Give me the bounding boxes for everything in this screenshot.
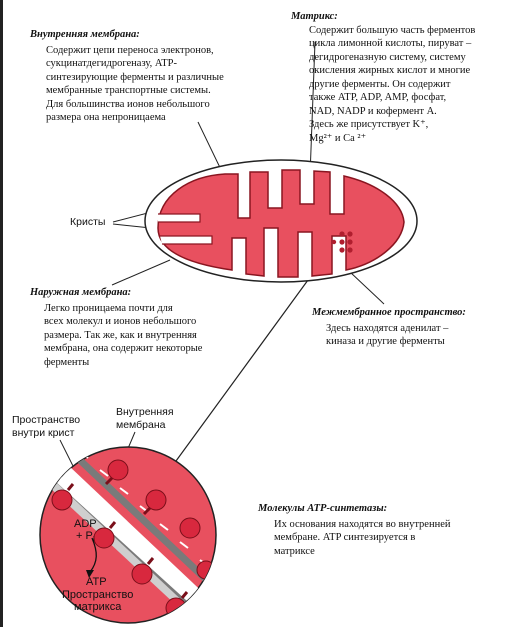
intracristal-label-line: внутри крист	[12, 427, 80, 440]
pi-subscript: i	[93, 535, 95, 544]
intermembrane-heading: Межмембранное пространство:	[312, 306, 512, 320]
matrix-space-line: Пространство	[62, 589, 133, 601]
intracristal-label-line: Пространство	[12, 414, 80, 427]
matrix-line: Содержит большую часть ферментов	[309, 24, 511, 38]
matrix-heading: Матрикс:	[291, 10, 511, 24]
matrix-line: Здесь же присутствует K⁺,	[309, 118, 511, 132]
outer-membrane-line: размера. Так же, как и внутренняя	[44, 329, 270, 343]
inner-membrane-line: Содержит цепи переноса электронов,	[46, 44, 280, 58]
outer-membrane-line: всех молекул и ионов небольшого	[44, 315, 270, 329]
inner-membrane-zoom-label: Внутренняя мембрана	[116, 406, 174, 431]
matrix-space-line: матрикса	[62, 601, 133, 613]
matrix-line: также ATP, ADP, AMP, фосфат,	[309, 91, 511, 105]
inner-membrane-block: Внутренняя мембрана: Содержит цепи перен…	[30, 28, 280, 125]
atp-synthase-line: мембране. ATP синтезируется в	[274, 531, 508, 545]
intermembrane-line: киназа и другие ферменты	[326, 335, 512, 349]
intermembrane-line: Здесь находятся аденилат –	[326, 322, 512, 336]
pi-label: + Pi	[76, 530, 95, 546]
crista-left-1	[158, 214, 200, 222]
atp-label: ATP	[86, 576, 107, 588]
inner-membrane-heading: Внутренняя мембрана:	[30, 28, 280, 42]
outer-membrane-line: Легко проницаема почти для	[44, 302, 270, 316]
inner-membrane-zoom-line: Внутренняя	[116, 406, 174, 419]
intermembrane-block: Межмембранное пространство: Здесь находя…	[312, 306, 512, 349]
atp-synthase-line: матриксе	[274, 545, 508, 559]
intracristal-space-label: Пространство внутри крист	[12, 414, 80, 439]
outer-membrane-heading: Наружная мембрана:	[30, 286, 270, 300]
crista-left-2	[160, 236, 212, 244]
inner-membrane-line: синтезирующие ферменты и различные	[46, 71, 280, 85]
matrix-line: дегидрогеназную систему, систему	[309, 51, 511, 65]
matrix-block: Матрикс: Содержит большую часть ферменто…	[291, 10, 511, 145]
outer-membrane-block: Наружная мембрана: Легко проницаема почт…	[30, 286, 270, 369]
adp-label: ADP	[74, 518, 97, 530]
outer-membrane-line: ферменты	[44, 356, 270, 370]
outer-membrane-line: мембрана, она содержит некоторые	[44, 342, 270, 356]
inner-membrane-line: сукцинатдегидрогеназу, ATP-	[46, 57, 280, 71]
atp-synthase-line: Их основания находятся во внутренней	[274, 518, 508, 532]
leader-intracristal	[60, 440, 75, 470]
inner-membrane-line: мембранные транспортные системы.	[46, 84, 280, 98]
matrix-space-label: Пространство матрикса	[62, 589, 133, 613]
matrix-line: Mg²⁺ и Ca ²⁺	[309, 132, 511, 146]
inner-membrane-zoom-line: мембрана	[116, 419, 174, 432]
atp-synthase-heading: Молекулы ATP-синтетазы:	[258, 502, 508, 516]
atp-synthase-block: Молекулы ATP-синтетазы: Их основания нах…	[258, 502, 508, 558]
cristae-label: Кристы	[70, 216, 105, 229]
matrix-line: окисления жирных кислот и многие	[309, 64, 511, 78]
inner-membrane-line: размера она непроницаема	[46, 111, 280, 125]
matrix-line: другие ферменты. Он содержит	[309, 78, 511, 92]
leader-outer-membrane	[112, 260, 170, 285]
matrix-line: NAD, NADP и кофермент A.	[309, 105, 511, 119]
inner-membrane-line: Для большинства ионов небольшого	[46, 98, 280, 112]
matrix-line: цикла лимонной кислоты, пируват –	[309, 37, 511, 51]
pi-text: + P	[76, 530, 93, 542]
leader-intermembrane	[350, 272, 384, 304]
